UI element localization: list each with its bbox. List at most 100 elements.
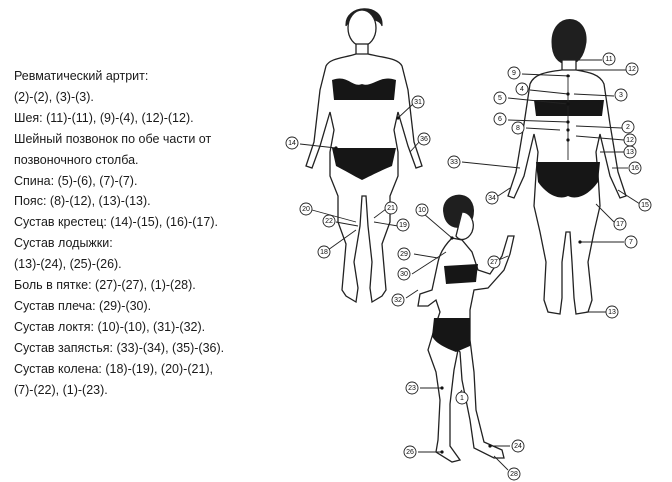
point-marker-circle — [493, 91, 507, 105]
point-marker-circle — [322, 214, 336, 228]
back-hair — [551, 19, 587, 65]
point-marker-circle — [397, 267, 411, 281]
legend-line: Сустав крестец: (14)-(15), (16)-(17). — [14, 215, 218, 230]
legend-line: Сустав колена: (18)-(19), (20)-(21), — [14, 361, 214, 376]
back-top — [534, 100, 604, 116]
legend-line: Сустав локтя: (10)-(10), (31)-(32). — [14, 319, 206, 334]
point-marker-30: 30 — [397, 267, 411, 281]
point-marker-4: 4 — [515, 82, 529, 96]
legend-line: Спина: (5)-(6), (7)-(7). — [14, 173, 138, 188]
point-marker-circle — [605, 305, 619, 319]
point-marker-number: 13 — [626, 149, 634, 156]
point-marker-circle — [638, 198, 652, 212]
point-marker-circle — [299, 202, 313, 216]
point-marker-number: 16 — [631, 165, 639, 172]
point-marker-9: 9 — [507, 66, 521, 80]
point-marker-8: 8 — [511, 121, 525, 135]
point-marker-13: 13 — [623, 145, 637, 159]
point-marker-circle — [623, 145, 637, 159]
point-marker-number: 7 — [629, 239, 633, 246]
point-marker-number: 21 — [387, 205, 395, 212]
point-marker-number: 24 — [514, 443, 522, 450]
point-marker-number: 14 — [288, 140, 296, 147]
point-marker-number: 30 — [400, 271, 408, 278]
point-marker-number: 36 — [420, 136, 428, 143]
legend-line: Шейный позвонок по обе части от — [14, 131, 212, 146]
point-marker-7: 7 — [624, 235, 638, 249]
point-marker-circle — [625, 62, 639, 76]
back-bottom — [536, 162, 600, 198]
point-marker-number: 32 — [394, 297, 402, 304]
point-marker-circle — [487, 255, 501, 269]
point-marker-circle — [397, 247, 411, 261]
point-marker-circle — [415, 203, 429, 217]
front-bottom — [332, 148, 396, 180]
point-marker-1: 1 — [455, 391, 469, 405]
legend-line: Шея: (11)-(11), (9)-(4), (12)-(12). — [14, 110, 194, 125]
point-marker-circle — [384, 201, 398, 215]
point-marker-31: 31 — [411, 95, 425, 109]
point-marker-18: 18 — [317, 245, 331, 259]
point-marker-20: 20 — [299, 202, 313, 216]
point-marker-number: 11 — [605, 56, 612, 63]
point-marker-number: 5 — [498, 95, 502, 102]
side-bottom — [432, 318, 470, 352]
point-marker-number: 18 — [320, 249, 328, 256]
point-marker-number: 12 — [626, 137, 634, 144]
leader-lines — [299, 59, 641, 471]
point-marker-3: 3 — [614, 88, 628, 102]
point-marker-circle — [317, 245, 331, 259]
point-marker-circle — [493, 112, 507, 126]
point-marker-number: 3 — [619, 92, 623, 99]
point-marker-21: 21 — [384, 201, 398, 215]
legend-line: позвоночного столба. — [14, 152, 139, 167]
point-marker-circle — [285, 136, 299, 150]
legend-line: Боль в пятке: (27)-(27), (1)-(28). — [14, 278, 196, 293]
side-body — [417, 235, 515, 463]
point-marker-34: 34 — [485, 191, 499, 205]
front-figure — [305, 8, 423, 304]
point-marker-circle — [396, 218, 410, 232]
point-marker-26: 26 — [403, 445, 417, 459]
point-marker-number: 20 — [302, 206, 310, 213]
point-marker-number: 29 — [400, 251, 408, 258]
legend-line: (7)-(22), (1)-(23). — [14, 382, 108, 397]
legend-line: Пояс: (8)-(12), (13)-(13). — [14, 194, 151, 209]
point-marker-circle — [403, 445, 417, 459]
point-marker-number: 28 — [510, 471, 518, 478]
point-marker-number: 13 — [608, 309, 616, 316]
side-markers: 10 29 30 27 32 23 1 24 26 28 — [391, 203, 525, 481]
point-marker-circle — [391, 293, 405, 307]
point-marker-16: 16 — [628, 161, 642, 175]
point-marker-13: 13 — [605, 305, 619, 319]
legend-line: Сустав лодыжки: — [14, 236, 113, 251]
point-marker-circle — [455, 391, 469, 405]
front-head — [347, 9, 377, 47]
point-marker-circle — [628, 161, 642, 175]
point-marker-number: 31 — [414, 99, 422, 106]
point-marker-15: 15 — [638, 198, 652, 212]
point-dots — [334, 74, 582, 454]
point-marker-circle — [511, 121, 525, 135]
legend: Ревматический артрит: (2)-(2), (3)-(3). … — [14, 66, 299, 401]
point-marker-12: 12 — [625, 62, 639, 76]
point-marker-number: 27 — [490, 259, 498, 266]
point-marker-29: 29 — [397, 247, 411, 261]
side-figure — [417, 194, 515, 463]
point-marker-10: 10 — [415, 203, 429, 217]
point-marker-23: 23 — [405, 381, 419, 395]
point-marker-circle — [405, 381, 419, 395]
point-marker-28: 28 — [507, 467, 521, 481]
point-marker-circle — [624, 235, 638, 249]
point-marker-circle — [515, 82, 529, 96]
point-marker-number: 22 — [325, 218, 333, 225]
legend-line-title: Ревматический артрит: — [14, 69, 149, 83]
back-figure — [507, 19, 627, 315]
point-marker-2: 2 — [621, 120, 635, 134]
point-marker-number: 23 — [408, 385, 416, 392]
point-marker-number: 9 — [512, 70, 516, 77]
point-marker-number: 10 — [418, 207, 426, 214]
point-marker-circle — [417, 132, 431, 146]
point-marker-number: 4 — [520, 86, 524, 93]
